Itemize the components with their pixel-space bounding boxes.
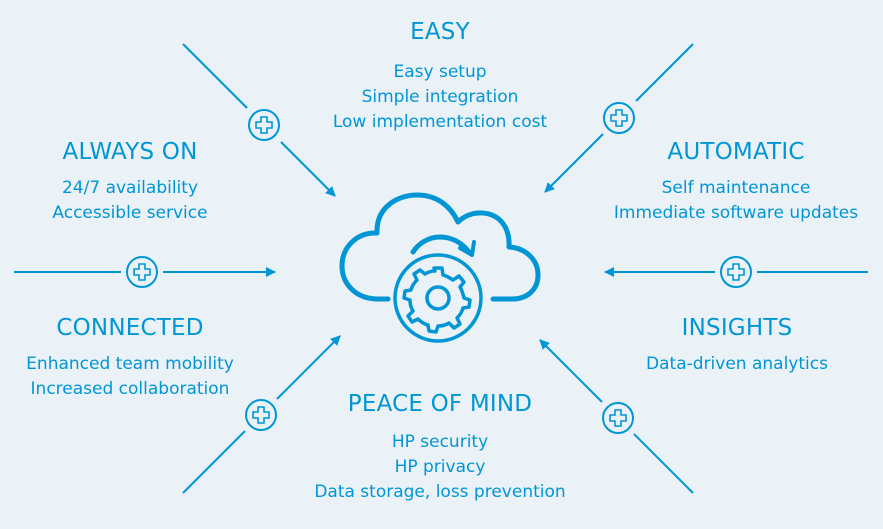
section-peace-of-mind: PEACE OF MIND HP security HP privacy Dat…: [285, 390, 595, 505]
section-line: Accessible service: [52, 203, 208, 223]
section-title: AUTOMATIC: [667, 139, 805, 165]
section-line: Immediate software updates: [613, 203, 859, 223]
section-always-on: ALWAYS ON 24/7 availability Accessible s…: [10, 138, 250, 226]
section-line: Enhanced team mobility: [26, 354, 234, 374]
section-line: Easy setup: [393, 62, 487, 82]
section-line: HP security: [391, 432, 489, 452]
plus-circle-icon: [720, 256, 752, 288]
section-automatic: AUTOMATIC Self maintenance Immediate sof…: [592, 138, 880, 226]
section-line: Self maintenance: [661, 178, 811, 198]
gear-icon: [393, 253, 483, 343]
section-line: 24/7 availability: [61, 178, 199, 198]
section-connected: CONNECTED Enhanced team mobility Increas…: [2, 314, 258, 402]
plus-circle-icon: [602, 402, 634, 434]
plus-circle-icon: [248, 109, 280, 141]
section-line: Simple integration: [361, 87, 519, 107]
arrow-bottom-right: [539, 339, 694, 494]
arrow-top-right: [544, 43, 694, 193]
plus-circle-icon: [603, 102, 635, 134]
section-title: ALWAYS ON: [62, 139, 198, 165]
refresh-arrowhead: [458, 240, 476, 257]
section-line: Low implementation cost: [332, 112, 548, 132]
plus-circle-icon: [245, 399, 277, 431]
section-line: HP privacy: [394, 457, 486, 477]
cloud-outline: [339, 192, 541, 302]
plus-circle-icon: [126, 256, 158, 288]
section-line: Data storage, loss prevention: [314, 482, 566, 502]
section-line: Data-driven analytics: [646, 354, 828, 374]
refresh-arc: [410, 234, 472, 255]
section-insights: INSIGHTS Data-driven analytics: [612, 314, 862, 377]
arrow-bottom-left: [182, 335, 341, 494]
section-line: Increased collaboration: [30, 379, 230, 399]
section-title: PEACE OF MIND: [347, 391, 533, 417]
arrow-top-left: [182, 43, 336, 197]
section-title: INSIGHTS: [681, 315, 793, 341]
cloud-gear-icon: [339, 192, 541, 343]
section-title: CONNECTED: [56, 315, 204, 341]
section-easy: EASY Easy setup Simple integration Low i…: [290, 18, 590, 135]
section-title: EASY: [410, 19, 470, 45]
